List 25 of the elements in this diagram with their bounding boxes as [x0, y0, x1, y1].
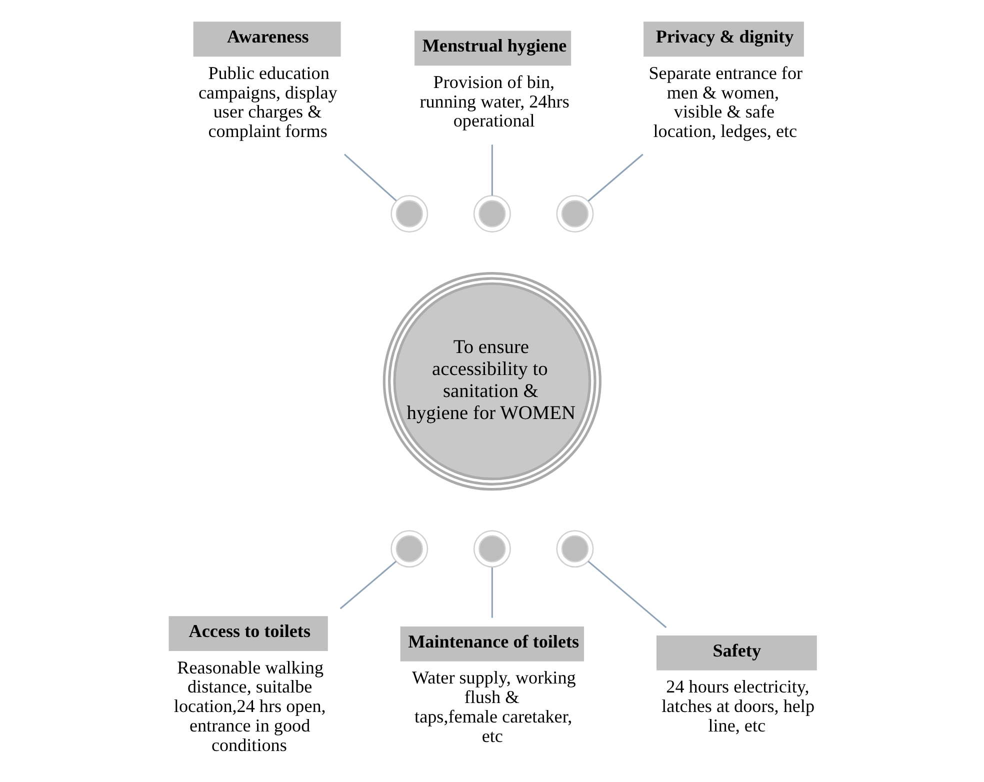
node-label: Separate entrance for men & women, visible & safe location, ledges, etc [648, 62, 802, 142]
node-label: 24 hours electricity, latches at doors, help line, etc [661, 676, 814, 736]
node-box: Menstrual hygiene [414, 30, 571, 66]
node-circle [390, 195, 428, 233]
connector [490, 567, 492, 618]
connector [587, 560, 666, 628]
node-label: Reasonable walking distance, suitalbe location,24 hrs open, entrance in good conditions [173, 657, 326, 755]
node-box: Access to toilets [168, 616, 328, 652]
node-box: Awareness [192, 22, 340, 57]
node-box: Maintenance of toilets [400, 626, 584, 662]
node-box: Safety [656, 636, 816, 670]
connector [490, 144, 492, 196]
node-circle [556, 530, 594, 568]
connector [343, 154, 396, 202]
node-circle: To ensure accessibility to sanitation & hygiene for WOMEN [382, 272, 601, 491]
node-circle [390, 530, 428, 568]
node-circle [556, 195, 594, 233]
node-box: Privacy & dignity [643, 22, 804, 57]
connector [587, 154, 643, 202]
node-circle [472, 530, 510, 568]
node-label: Public education campaigns, display user charges & complaint forms [198, 62, 337, 142]
connector [339, 560, 396, 610]
node-label: Provision of bin, running water, 24hrs operational [419, 72, 569, 131]
node-label: Water supply, working flush & taps,female caretaker, etc [411, 668, 576, 746]
node-circle [472, 195, 510, 233]
